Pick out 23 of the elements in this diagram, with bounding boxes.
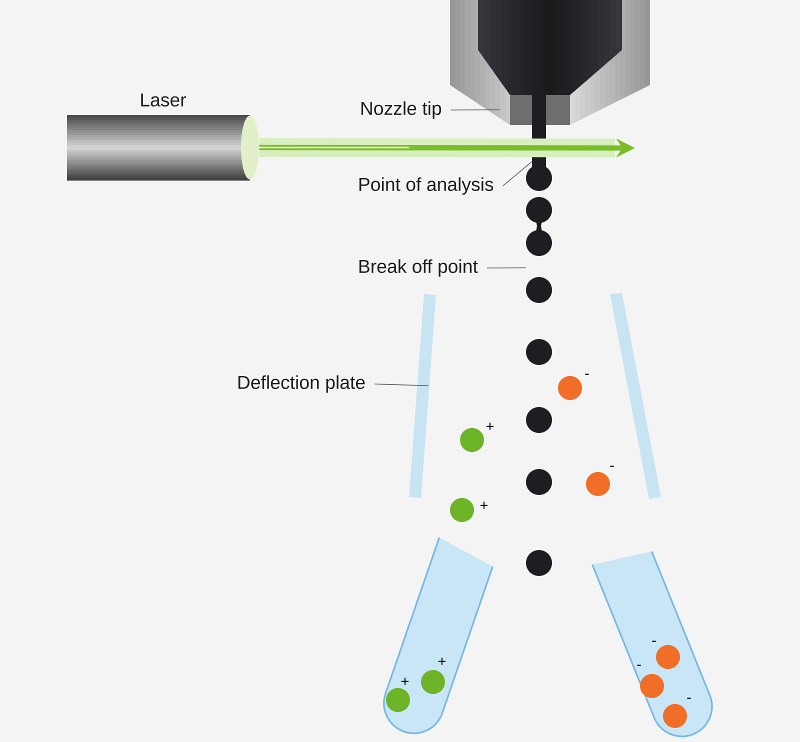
charge-sign: + <box>480 502 488 509</box>
charge-sign: - <box>637 664 641 666</box>
charge-sign: - <box>652 640 656 642</box>
charge-sign: + <box>401 678 409 685</box>
leader-line <box>374 384 430 386</box>
leader-line <box>502 161 532 186</box>
callout-label: Point of analysis <box>359 177 494 195</box>
charge-sign: - <box>687 698 691 699</box>
charge-sign: - <box>610 466 614 467</box>
charge-sign: - <box>585 374 589 375</box>
charge-sign: + <box>438 658 446 665</box>
charge-sign: + <box>486 422 494 430</box>
nozzle-drawing <box>450 0 650 125</box>
part-label: Laser <box>141 94 186 107</box>
laser-drawing <box>67 115 259 181</box>
droplet-stream-drawing <box>526 95 552 303</box>
deflection-plate <box>409 294 436 498</box>
deflection-plate <box>610 293 661 499</box>
callout-label: Break off point <box>359 259 478 277</box>
leader-line <box>450 109 500 110</box>
leader-line <box>486 267 526 268</box>
callout-label: Nozzle tip <box>361 101 442 119</box>
callout-label: Deflection plate <box>238 375 365 393</box>
